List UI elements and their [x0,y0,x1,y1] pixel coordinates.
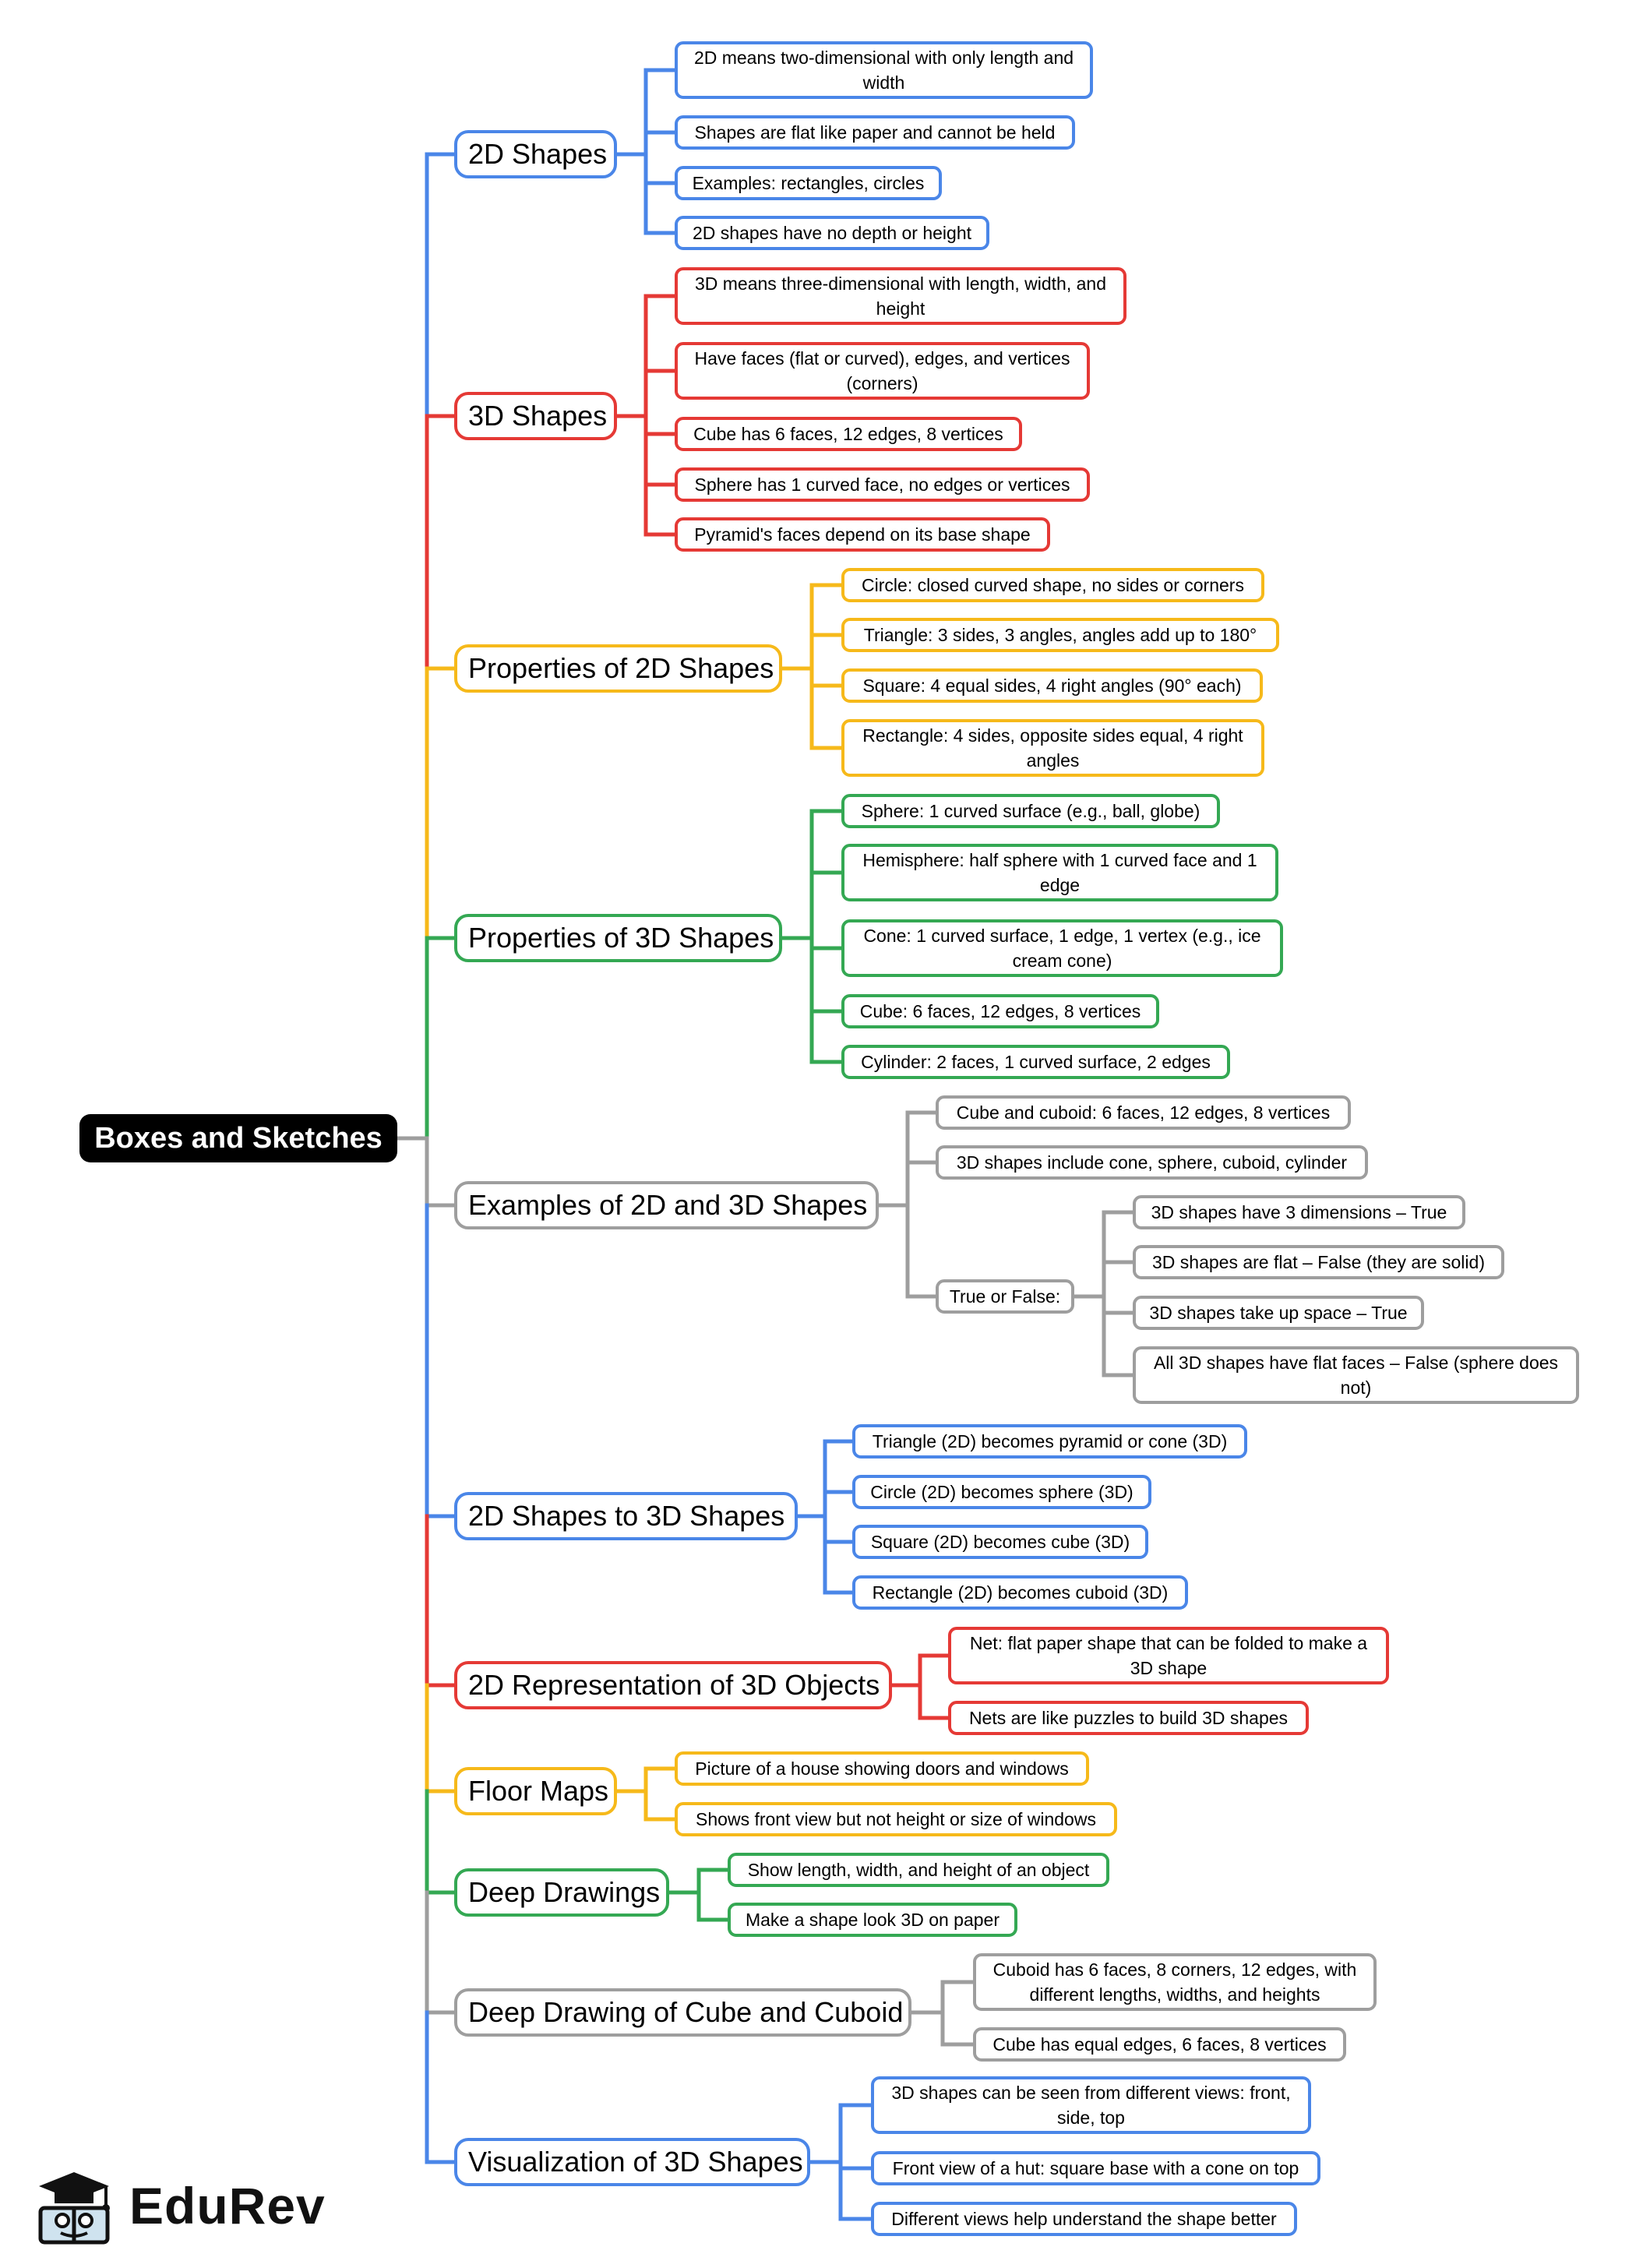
leaf-node: Front view of a hut: square base with a … [871,2151,1320,2185]
branch-node: Visualization of 3D Shapes [454,2138,810,2186]
leaf-node: Cube has 6 faces, 12 edges, 8 vertices [675,417,1022,451]
logo: EduRev [31,2163,326,2249]
leaf-node: Pyramid's faces depend on its base shape [675,517,1050,552]
leaf-node: 2D shapes have no depth or height [675,216,989,250]
leaf-node: Picture of a house showing doors and win… [675,1751,1089,1786]
leaf-node: Hemisphere: half sphere with 1 curved fa… [841,844,1278,901]
leaf-node: Net: flat paper shape that can be folded… [948,1627,1389,1684]
leaf-node: Different views help understand the shap… [871,2202,1297,2236]
branch-node: Properties of 2D Shapes [454,644,782,693]
leaf-node: Cuboid has 6 faces, 8 corners, 12 edges,… [973,1953,1377,2011]
leaf-node: Shows front view but not height or size … [675,1802,1117,1836]
branch-node: 2D Representation of 3D Objects [454,1661,892,1709]
branch-node: 2D Shapes to 3D Shapes [454,1492,798,1540]
leaf-node: Rectangle (2D) becomes cuboid (3D) [852,1575,1188,1610]
sub-leaf-node: 3D shapes have 3 dimensions – True [1133,1195,1465,1229]
leaf-node: Nets are like puzzles to build 3D shapes [948,1701,1309,1735]
branch-node: Deep Drawings [454,1868,669,1917]
leaf-node: Triangle (2D) becomes pyramid or cone (3… [852,1424,1247,1459]
leaf-node: Circle: closed curved shape, no sides or… [841,568,1264,602]
leaf-node: True or False: [936,1279,1074,1314]
root-node: Boxes and Sketches [79,1114,397,1162]
sub-leaf-node: All 3D shapes have flat faces – False (s… [1133,1346,1579,1404]
leaf-node: Sphere has 1 curved face, no edges or ve… [675,467,1090,502]
sub-leaf-node: 3D shapes are flat – False (they are sol… [1133,1245,1504,1279]
leaf-node: Show length, width, and height of an obj… [728,1853,1109,1887]
logo-text: EduRev [129,2177,326,2234]
leaf-node: 3D shapes include cone, sphere, cuboid, … [936,1145,1368,1180]
leaf-node: Circle (2D) becomes sphere (3D) [852,1475,1151,1509]
leaf-node: Cube: 6 faces, 12 edges, 8 vertices [841,994,1159,1028]
branch-node: Floor Maps [454,1767,617,1815]
leaf-node: Square (2D) becomes cube (3D) [852,1525,1148,1559]
branch-node: Examples of 2D and 3D Shapes [454,1181,879,1229]
leaf-node: Cube and cuboid: 6 faces, 12 edges, 8 ve… [936,1095,1351,1130]
leaf-node: 3D means three-dimensional with length, … [675,267,1126,325]
branch-node: Properties of 3D Shapes [454,914,782,962]
leaf-node: Rectangle: 4 sides, opposite sides equal… [841,719,1264,777]
branch-node: Deep Drawing of Cube and Cuboid [454,1988,911,2037]
leaf-node: Cube has equal edges, 6 faces, 8 vertice… [973,2027,1346,2062]
sub-leaf-node: 3D shapes take up space – True [1133,1296,1424,1330]
leaf-node: Cylinder: 2 faces, 1 curved surface, 2 e… [841,1045,1230,1079]
branch-node: 3D Shapes [454,392,617,440]
branch-node: 2D Shapes [454,130,617,178]
leaf-node: Cone: 1 curved surface, 1 edge, 1 vertex… [841,919,1283,977]
graduation-cap-book-icon [38,2172,110,2245]
leaf-node: Triangle: 3 sides, 3 angles, angles add … [841,618,1279,652]
leaf-node: Square: 4 equal sides, 4 right angles (9… [841,668,1263,703]
leaf-node: Sphere: 1 curved surface (e.g., ball, gl… [841,794,1220,828]
leaf-node: Have faces (flat or curved), edges, and … [675,342,1090,400]
leaf-node: Make a shape look 3D on paper [728,1903,1017,1937]
leaf-node: 2D means two-dimensional with only lengt… [675,41,1093,99]
leaf-node: Examples: rectangles, circles [675,166,942,200]
leaf-node: Shapes are flat like paper and cannot be… [675,115,1075,150]
leaf-node: 3D shapes can be seen from different vie… [871,2076,1311,2134]
